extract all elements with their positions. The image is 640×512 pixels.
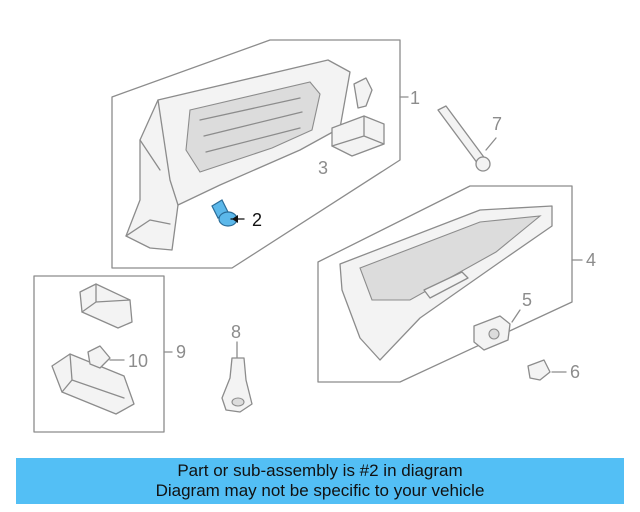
callout-8: 8 <box>231 322 241 342</box>
housing-inner <box>185 81 321 173</box>
housing-panel-outline <box>111 39 401 269</box>
door-panel-outline <box>317 185 573 383</box>
banner-line-1: Part or sub-assembly is #2 in diagram <box>177 461 463 480</box>
callout-10: 10 <box>128 351 148 371</box>
callout-5: 5 <box>522 290 532 310</box>
callout-7: 7 <box>492 114 502 134</box>
part-8-lens[interactable] <box>221 341 253 413</box>
callout-4: 4 <box>586 250 596 270</box>
part-6-socket[interactable] <box>527 359 567 381</box>
info-banner: Part or sub-assembly is #2 in diagram Di… <box>16 458 624 504</box>
glove-box-housing-group <box>111 39 401 269</box>
callout-9: 9 <box>176 342 186 362</box>
bin-inner <box>359 215 542 301</box>
lamp-box-outline <box>33 275 165 433</box>
lamp-assembly-group <box>33 275 165 433</box>
banner-line-2: Diagram may not be specific to your vehi… <box>155 481 485 500</box>
part-7-stay-rod[interactable] <box>437 105 497 172</box>
glove-box-door-group <box>317 185 573 383</box>
part-2-screw[interactable] <box>211 199 245 227</box>
part-10-bulb[interactable] <box>87 345 111 369</box>
door-handle[interactable] <box>423 271 469 299</box>
callout-3: 3 <box>318 158 328 178</box>
housing-side-bracket[interactable] <box>353 77 373 109</box>
lamp-connector[interactable] <box>79 283 133 329</box>
callout-1: 1 <box>410 88 420 108</box>
callout-6: 6 <box>570 362 580 382</box>
callout-2: 2 <box>252 210 262 230</box>
